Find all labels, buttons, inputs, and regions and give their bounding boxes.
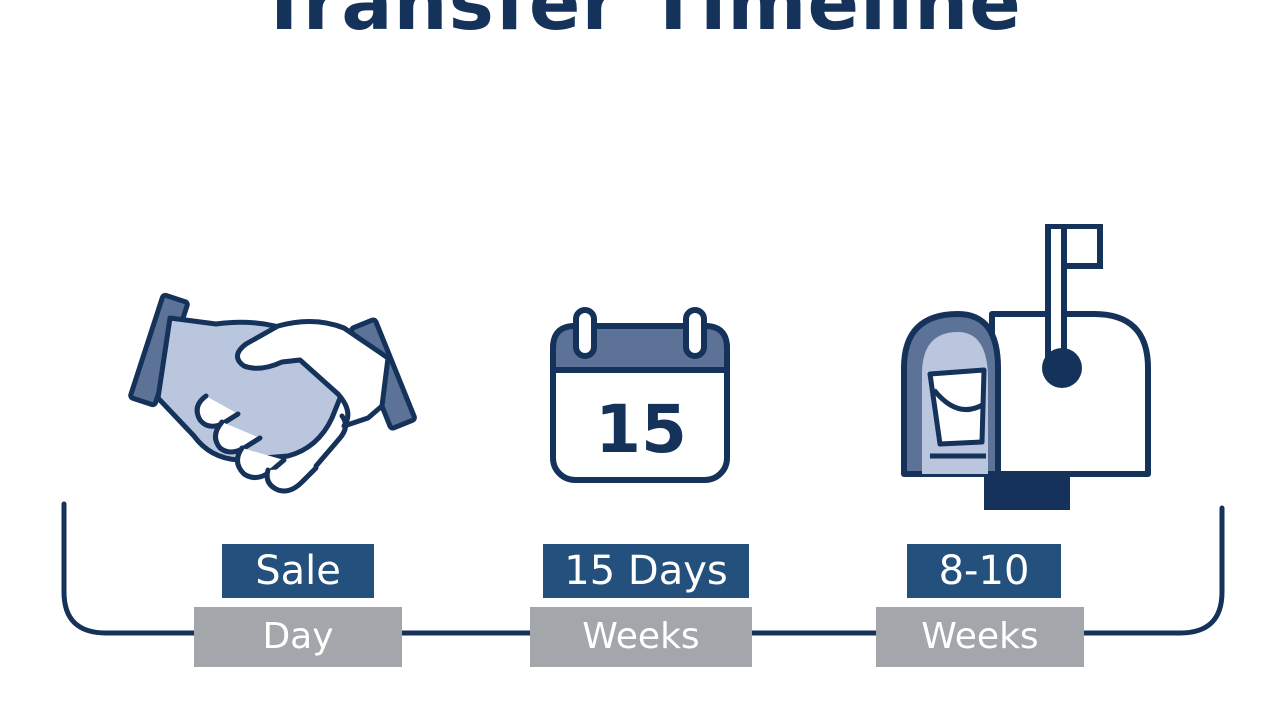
stage-3-label-bottom: Weeks (876, 607, 1084, 667)
handshake-icon (128, 292, 417, 494)
stage-3-label-top: 8-10 (907, 544, 1061, 598)
calendar-number: 15 (595, 391, 687, 468)
calendar-icon: 15 (550, 307, 730, 483)
mailbox-icon (901, 224, 1151, 510)
stage-1-label-top: Sale (222, 544, 374, 598)
stage-2-label-bottom: Weeks (530, 607, 752, 667)
stage-2-label-top: 15 Days (543, 544, 749, 598)
stage-1-label-bottom: Day (194, 607, 402, 667)
page-title: Transfer Timeline (258, 0, 1022, 47)
